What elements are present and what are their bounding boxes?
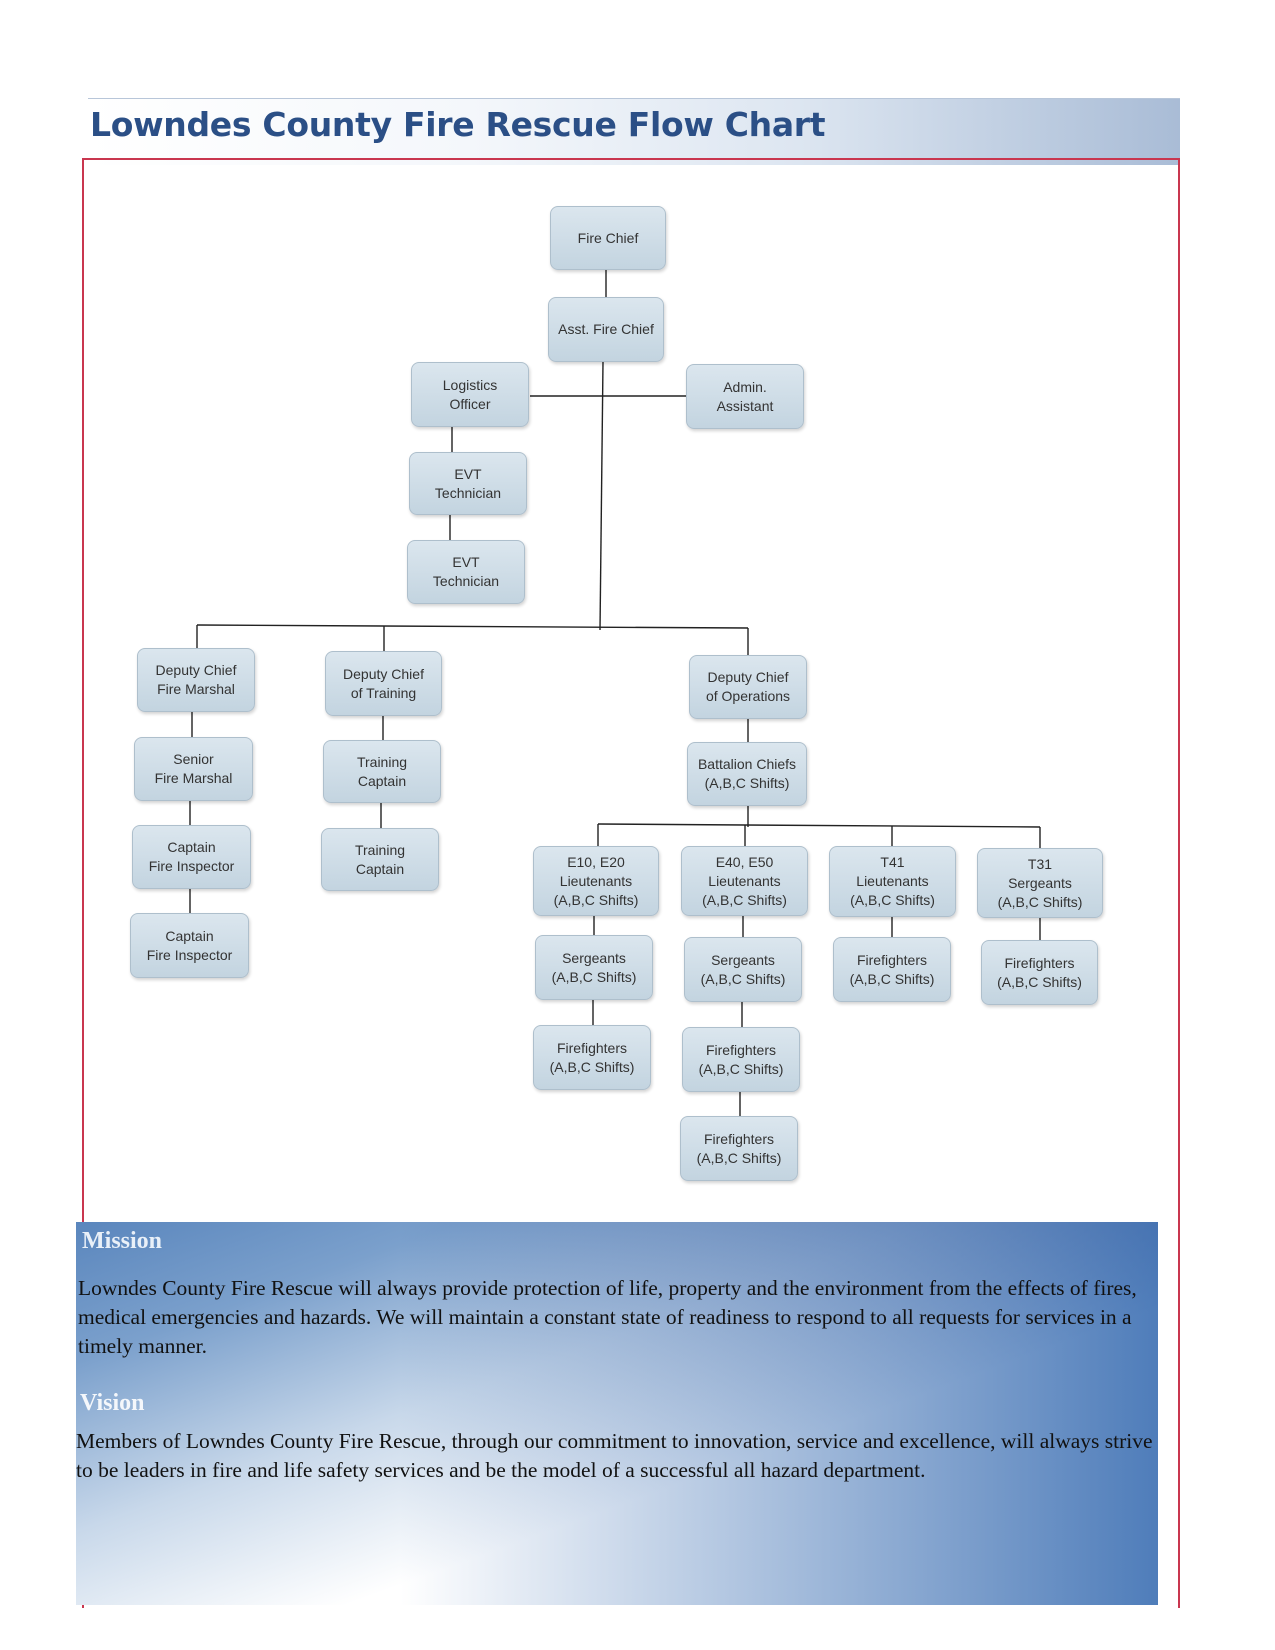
node-admin-assistant: Admin. Assistant — [686, 364, 804, 429]
vision-text: Members of Lowndes County Fire Rescue, t… — [76, 1429, 1153, 1482]
node-deputy-chief-training: Deputy Chief of Training — [325, 651, 442, 716]
node-senior-fire-marshal: Senior Fire Marshal — [134, 737, 253, 801]
node-firefighters-e40-2: Firefighters (A,B,C Shifts) — [680, 1116, 798, 1181]
node-evt-technician-1: EVT Technician — [409, 452, 527, 515]
page-title: Lowndes County Fire Rescue Flow Chart — [90, 105, 826, 144]
node-fire-chief: Fire Chief — [550, 206, 666, 270]
node-firefighters-t31: Firefighters (A,B,C Shifts) — [981, 940, 1098, 1005]
mission-text: Lowndes County Fire Rescue will always p… — [78, 1276, 1137, 1358]
mission-vision-panel: Mission Lowndes County Fire Rescue will … — [76, 1222, 1158, 1605]
node-battalion-chiefs: Battalion Chiefs (A,B,C Shifts) — [687, 742, 807, 806]
node-firefighters-e40-1: Firefighters (A,B,C Shifts) — [682, 1027, 800, 1092]
node-training-captain-1: Training Captain — [323, 740, 441, 803]
node-training-captain-2: Training Captain — [321, 828, 439, 891]
node-t41-lieutenants: T41 Lieutenants (A,B,C Shifts) — [829, 846, 956, 917]
node-firefighters-e10: Firefighters (A,B,C Shifts) — [533, 1025, 651, 1090]
title-bar: Lowndes County Fire Rescue Flow Chart — [88, 98, 1180, 165]
node-logistics-officer: Logistics Officer — [411, 362, 529, 427]
mission-heading: Mission — [82, 1228, 163, 1254]
node-deputy-chief-operations: Deputy Chief of Operations — [689, 655, 807, 719]
node-captain-fire-inspector-2: Captain Fire Inspector — [130, 913, 249, 978]
node-firefighters-t41: Firefighters (A,B,C Shifts) — [833, 937, 951, 1002]
node-sergeants-e10: Sergeants (A,B,C Shifts) — [535, 935, 653, 1000]
node-e40-e50-lieutenants: E40, E50 Lieutenants (A,B,C Shifts) — [681, 846, 808, 916]
node-sergeants-e40: Sergeants (A,B,C Shifts) — [684, 937, 802, 1002]
node-captain-fire-inspector-1: Captain Fire Inspector — [132, 825, 251, 889]
node-deputy-chief-fire-marshal: Deputy Chief Fire Marshal — [137, 648, 255, 712]
vision-heading: Vision — [80, 1390, 145, 1416]
node-evt-technician-2: EVT Technician — [407, 540, 525, 604]
node-t31-sergeants: T31 Sergeants (A,B,C Shifts) — [977, 848, 1103, 918]
page-frame — [82, 158, 1180, 1608]
node-asst-fire-chief: Asst. Fire Chief — [548, 297, 664, 362]
node-e10-e20-lieutenants: E10, E20 Lieutenants (A,B,C Shifts) — [533, 846, 659, 916]
